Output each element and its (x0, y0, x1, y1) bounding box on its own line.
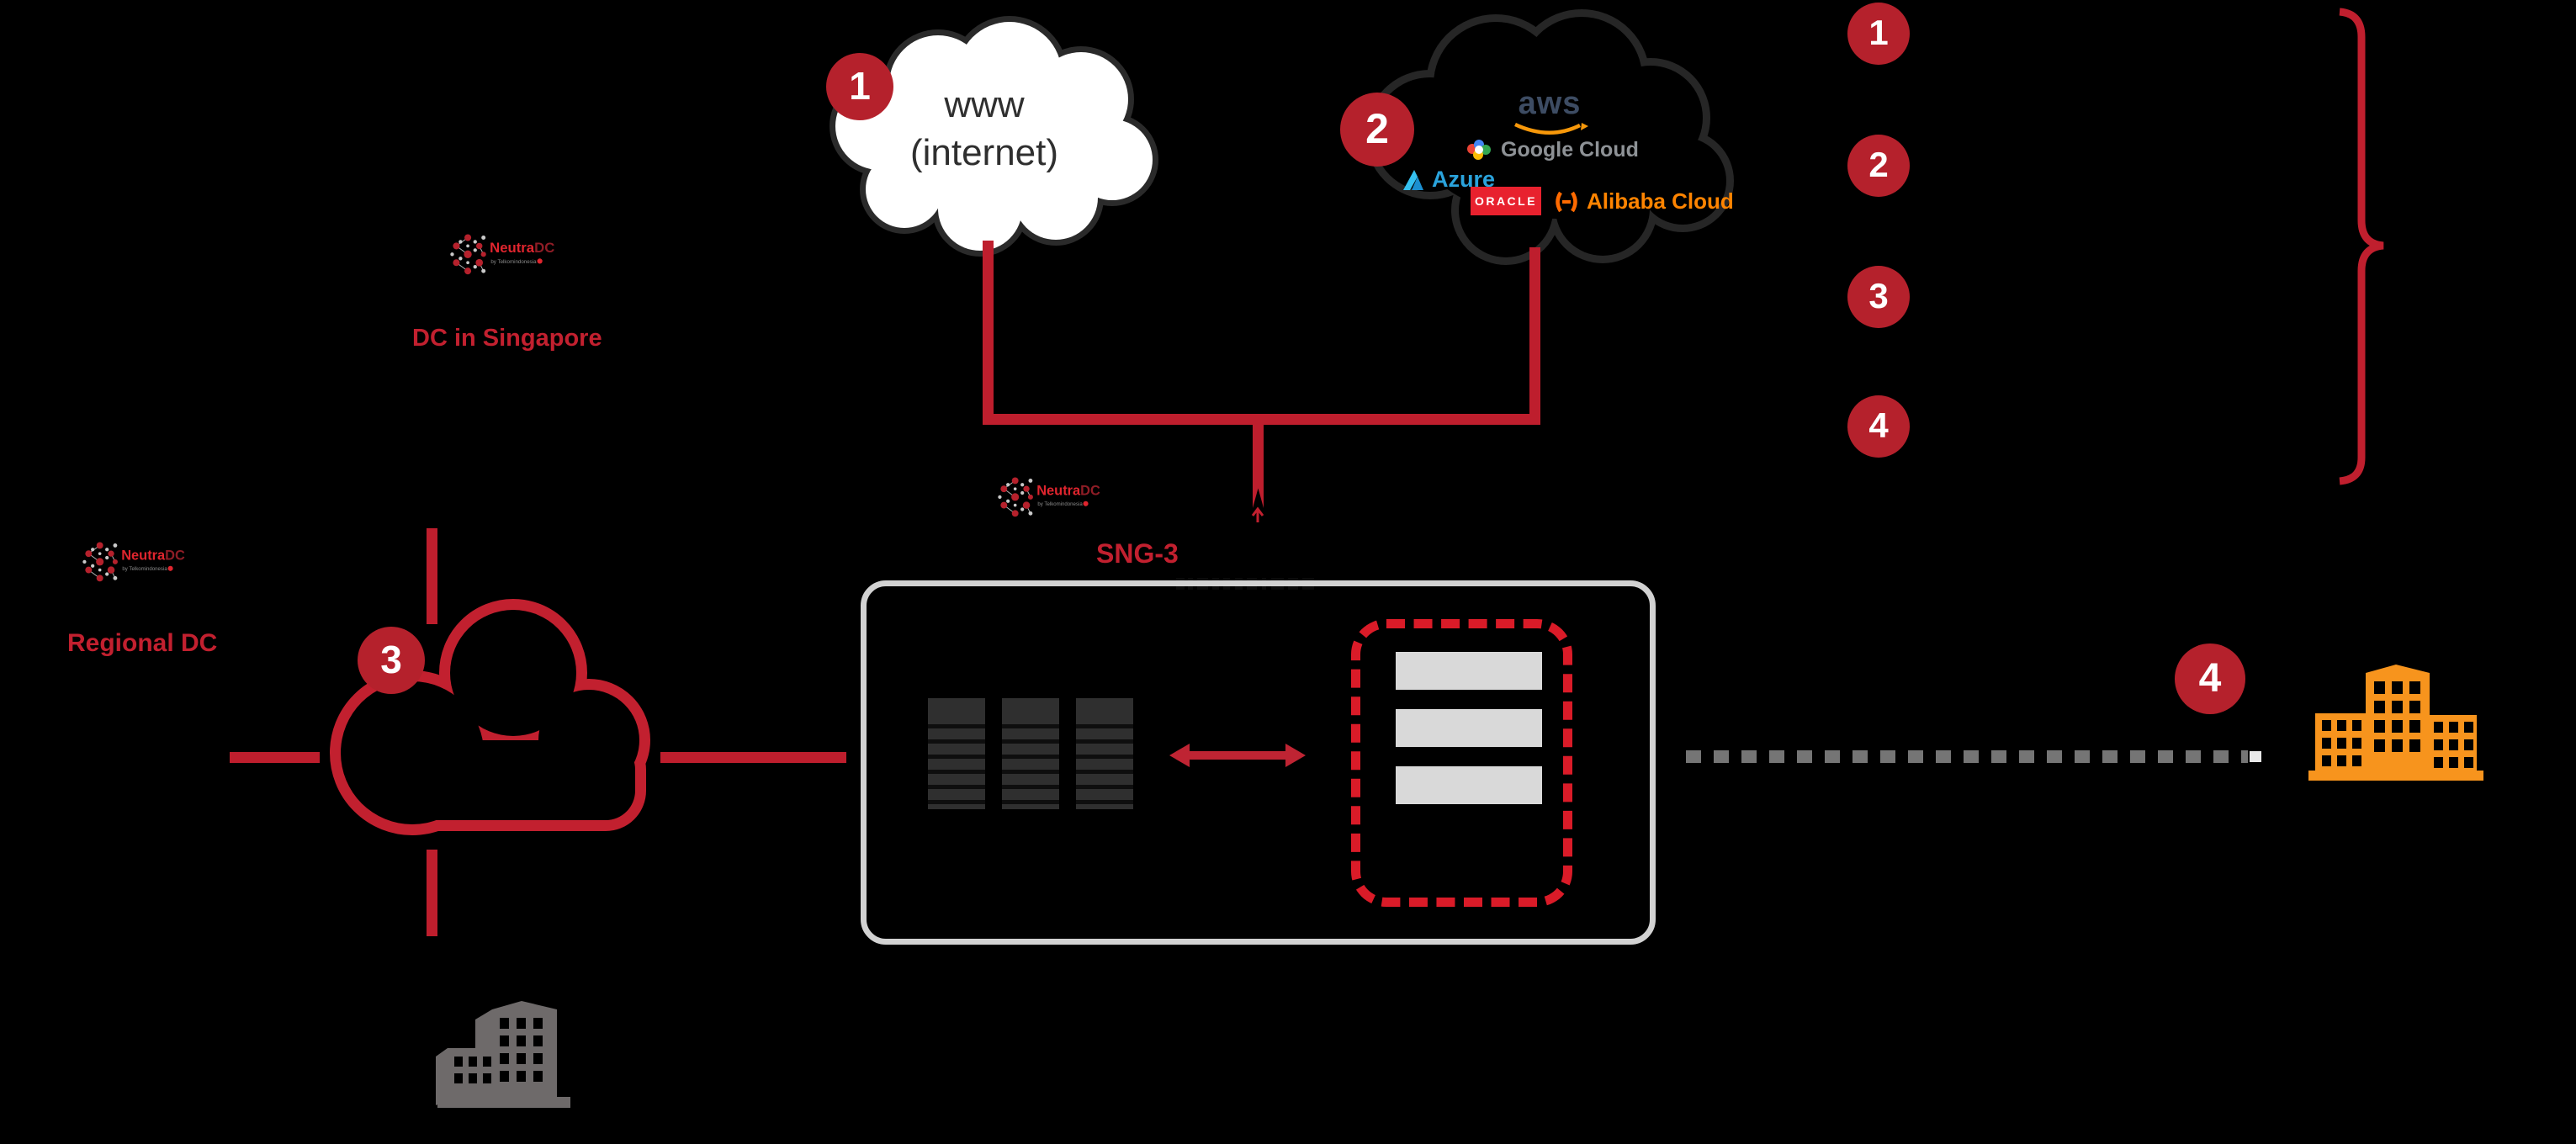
badge-number: 1 (849, 64, 871, 108)
badge-number: 3 (380, 638, 402, 681)
google-cloud-text: Google Cloud (1501, 138, 1639, 162)
cross-line-down (427, 850, 437, 936)
site-label-sng3: SNG-3 (1096, 538, 1179, 569)
datacenter-box (861, 580, 1656, 945)
alibaba-cloud-logo: Alibaba Cloud (1553, 188, 1734, 214)
svg-text:by Telkomindonesia: by Telkomindonesia (490, 259, 537, 265)
oracle-text: ORACLE (1474, 194, 1538, 208)
svg-text:NeutraDC: NeutraDC (490, 240, 554, 256)
telkom-flower-icon (537, 258, 543, 264)
telkom-flower-icon (1083, 500, 1089, 506)
oracle-logo: ORACLE (1471, 187, 1541, 215)
legend-number: 3 (1868, 276, 1889, 315)
provider-cloud-icon (1365, 9, 1734, 265)
legend-item-4: 4 (1847, 395, 1910, 458)
legend-item-1: 1 (1847, 3, 1910, 65)
badge-number: 2 (1365, 105, 1389, 152)
small-arrow-icon (1251, 506, 1264, 522)
step-badge-internet: 1 (826, 53, 893, 120)
svg-text:NeutraDC: NeutraDC (1036, 483, 1100, 498)
step-badge-customer: 4 (2175, 644, 2245, 714)
internet-label-line1: www (944, 84, 1025, 125)
double-arrow-icon (1169, 744, 1306, 767)
badge-number: 4 (2198, 655, 2222, 701)
site-label-singapore: DC in Singapore (412, 325, 602, 352)
google-cloud-icon (1467, 139, 1491, 160)
step-badge-providers: 2 (1340, 93, 1414, 167)
legend-item-3: 3 (1847, 266, 1910, 328)
branch-building-icon (436, 1001, 570, 1108)
aws-logo-text: aws (1518, 86, 1582, 121)
legend-number: 4 (1868, 405, 1889, 445)
site-label-regional: Regional DC (67, 629, 218, 657)
server-rack (1002, 698, 1059, 809)
svg-text:by Telkomindonesia: by Telkomindonesia (1037, 501, 1083, 507)
server-rack (1076, 698, 1133, 809)
link-providers-down (1529, 247, 1540, 419)
regional-cloud-icon (330, 599, 650, 835)
aws-logo: aws (1511, 86, 1588, 137)
step-badge-regional: 3 (358, 627, 425, 694)
cross-line-up (427, 528, 437, 624)
patch-panel-bar (1396, 652, 1542, 690)
legend-brace (2339, 8, 2384, 485)
link-feed-to-dc (1253, 418, 1264, 508)
internet-cloud-label: www (internet) (875, 81, 1094, 177)
svg-text:NeutraDC: NeutraDC (121, 548, 185, 563)
legend-number: 1 (1868, 13, 1889, 52)
customer-building-icon (2308, 665, 2483, 781)
link-internet-down (983, 241, 994, 419)
link-dc-to-customer (1686, 750, 2248, 763)
google-cloud-logo: Google Cloud (1464, 138, 1639, 162)
cross-line-right (660, 752, 846, 763)
azure-icon (1403, 169, 1423, 190)
neutradc-logo: NeutraDC by Telkomindonesia (450, 234, 554, 275)
meet-me-room-box (1351, 619, 1572, 907)
neutradc-logo: NeutraDC by Telkomindonesia (82, 542, 185, 582)
alibaba-text: Alibaba Cloud (1587, 188, 1734, 214)
alibaba-icon (1556, 191, 1577, 212)
neutradc-logo: NeutraDC by Telkomindonesia (998, 477, 1100, 517)
aws-smile-icon (1514, 122, 1588, 135)
cross-line-left (230, 752, 320, 763)
legend-item-2: 2 (1847, 135, 1910, 197)
server-rack (928, 698, 985, 809)
svg-text:by Telkomindonesia: by Telkomindonesia (122, 566, 167, 572)
patch-panel-bar (1396, 766, 1542, 804)
link-end-dash (2250, 751, 2261, 762)
legend-number: 2 (1868, 145, 1889, 184)
patch-panel-bar (1396, 709, 1542, 747)
telkom-flower-icon (167, 565, 173, 571)
internet-label-line2: (internet) (909, 132, 1059, 174)
